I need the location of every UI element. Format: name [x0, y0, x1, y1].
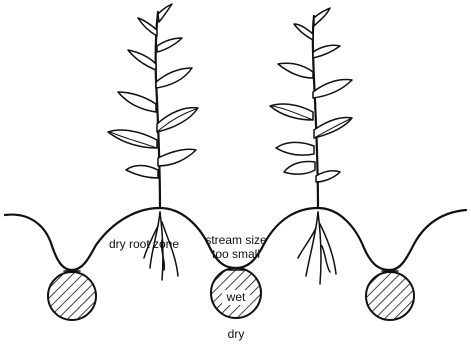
wet-zone-right: [366, 272, 414, 320]
roots-right: [298, 212, 336, 284]
label-dry: dry: [228, 327, 245, 341]
label-stream-size-line1: stream size: [205, 233, 267, 247]
plant-right: [270, 8, 352, 284]
label-stream-size-line2: too small: [212, 247, 260, 261]
wet-zone-left: [48, 272, 96, 320]
label-wet: wet: [226, 290, 246, 304]
label-dry-root-zone: dry root zone: [109, 237, 179, 251]
